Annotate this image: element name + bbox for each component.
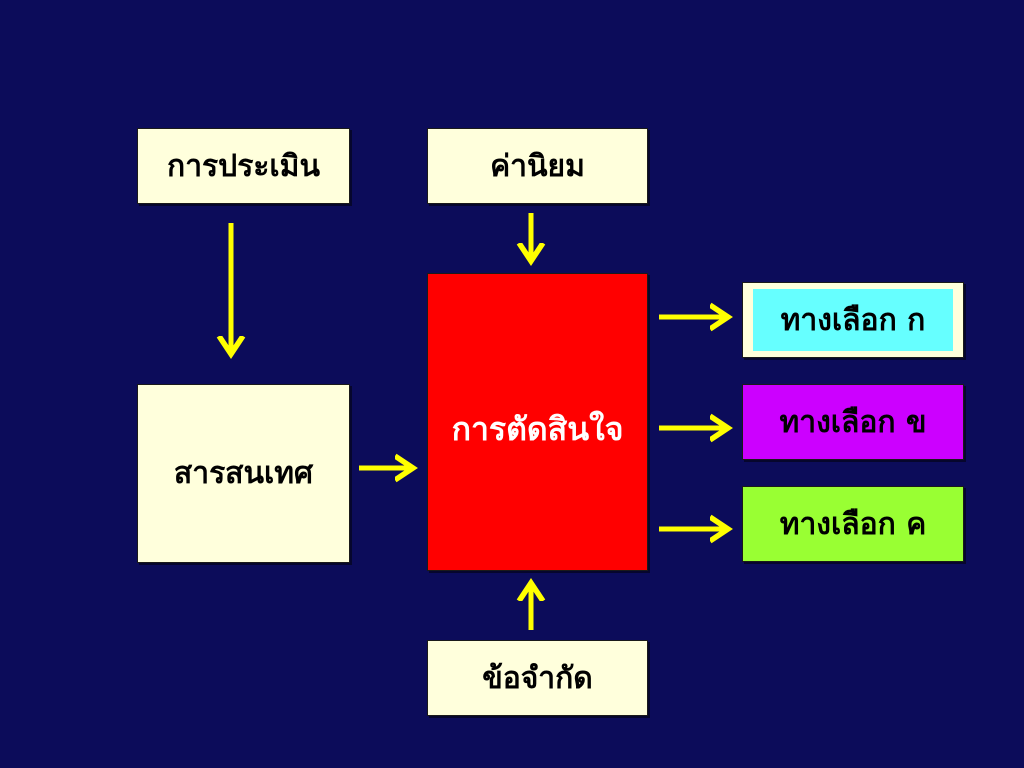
values-box: ค่านิยม [427,128,648,204]
information-box: สารสนเทศ [137,384,350,563]
evaluation-label: การประเมิน [167,148,320,184]
information-label: สารสนเทศ [173,456,314,491]
option-a-box: ทางเลือก ก [742,282,964,358]
option-a-label: ทางเลือก ก [780,302,926,338]
option-c-label: ทางเลือก ค [779,506,927,542]
decision-box: การตัดสินใจ [427,273,648,571]
values-label: ค่านิยม [490,148,585,184]
limitations-label: ข้อจำกัด [482,660,593,696]
limitations-box: ข้อจำกัด [427,640,648,716]
evaluation-box: การประเมิน [137,128,350,204]
decision-label: การตัดสินใจ [451,410,624,448]
option-b-label: ทางเลือก ข [779,404,927,440]
option-c-box: ทางเลือก ค [742,486,964,562]
option-b-box: ทางเลือก ข [742,384,964,460]
option-a-inner: ทางเลือก ก [753,289,953,351]
